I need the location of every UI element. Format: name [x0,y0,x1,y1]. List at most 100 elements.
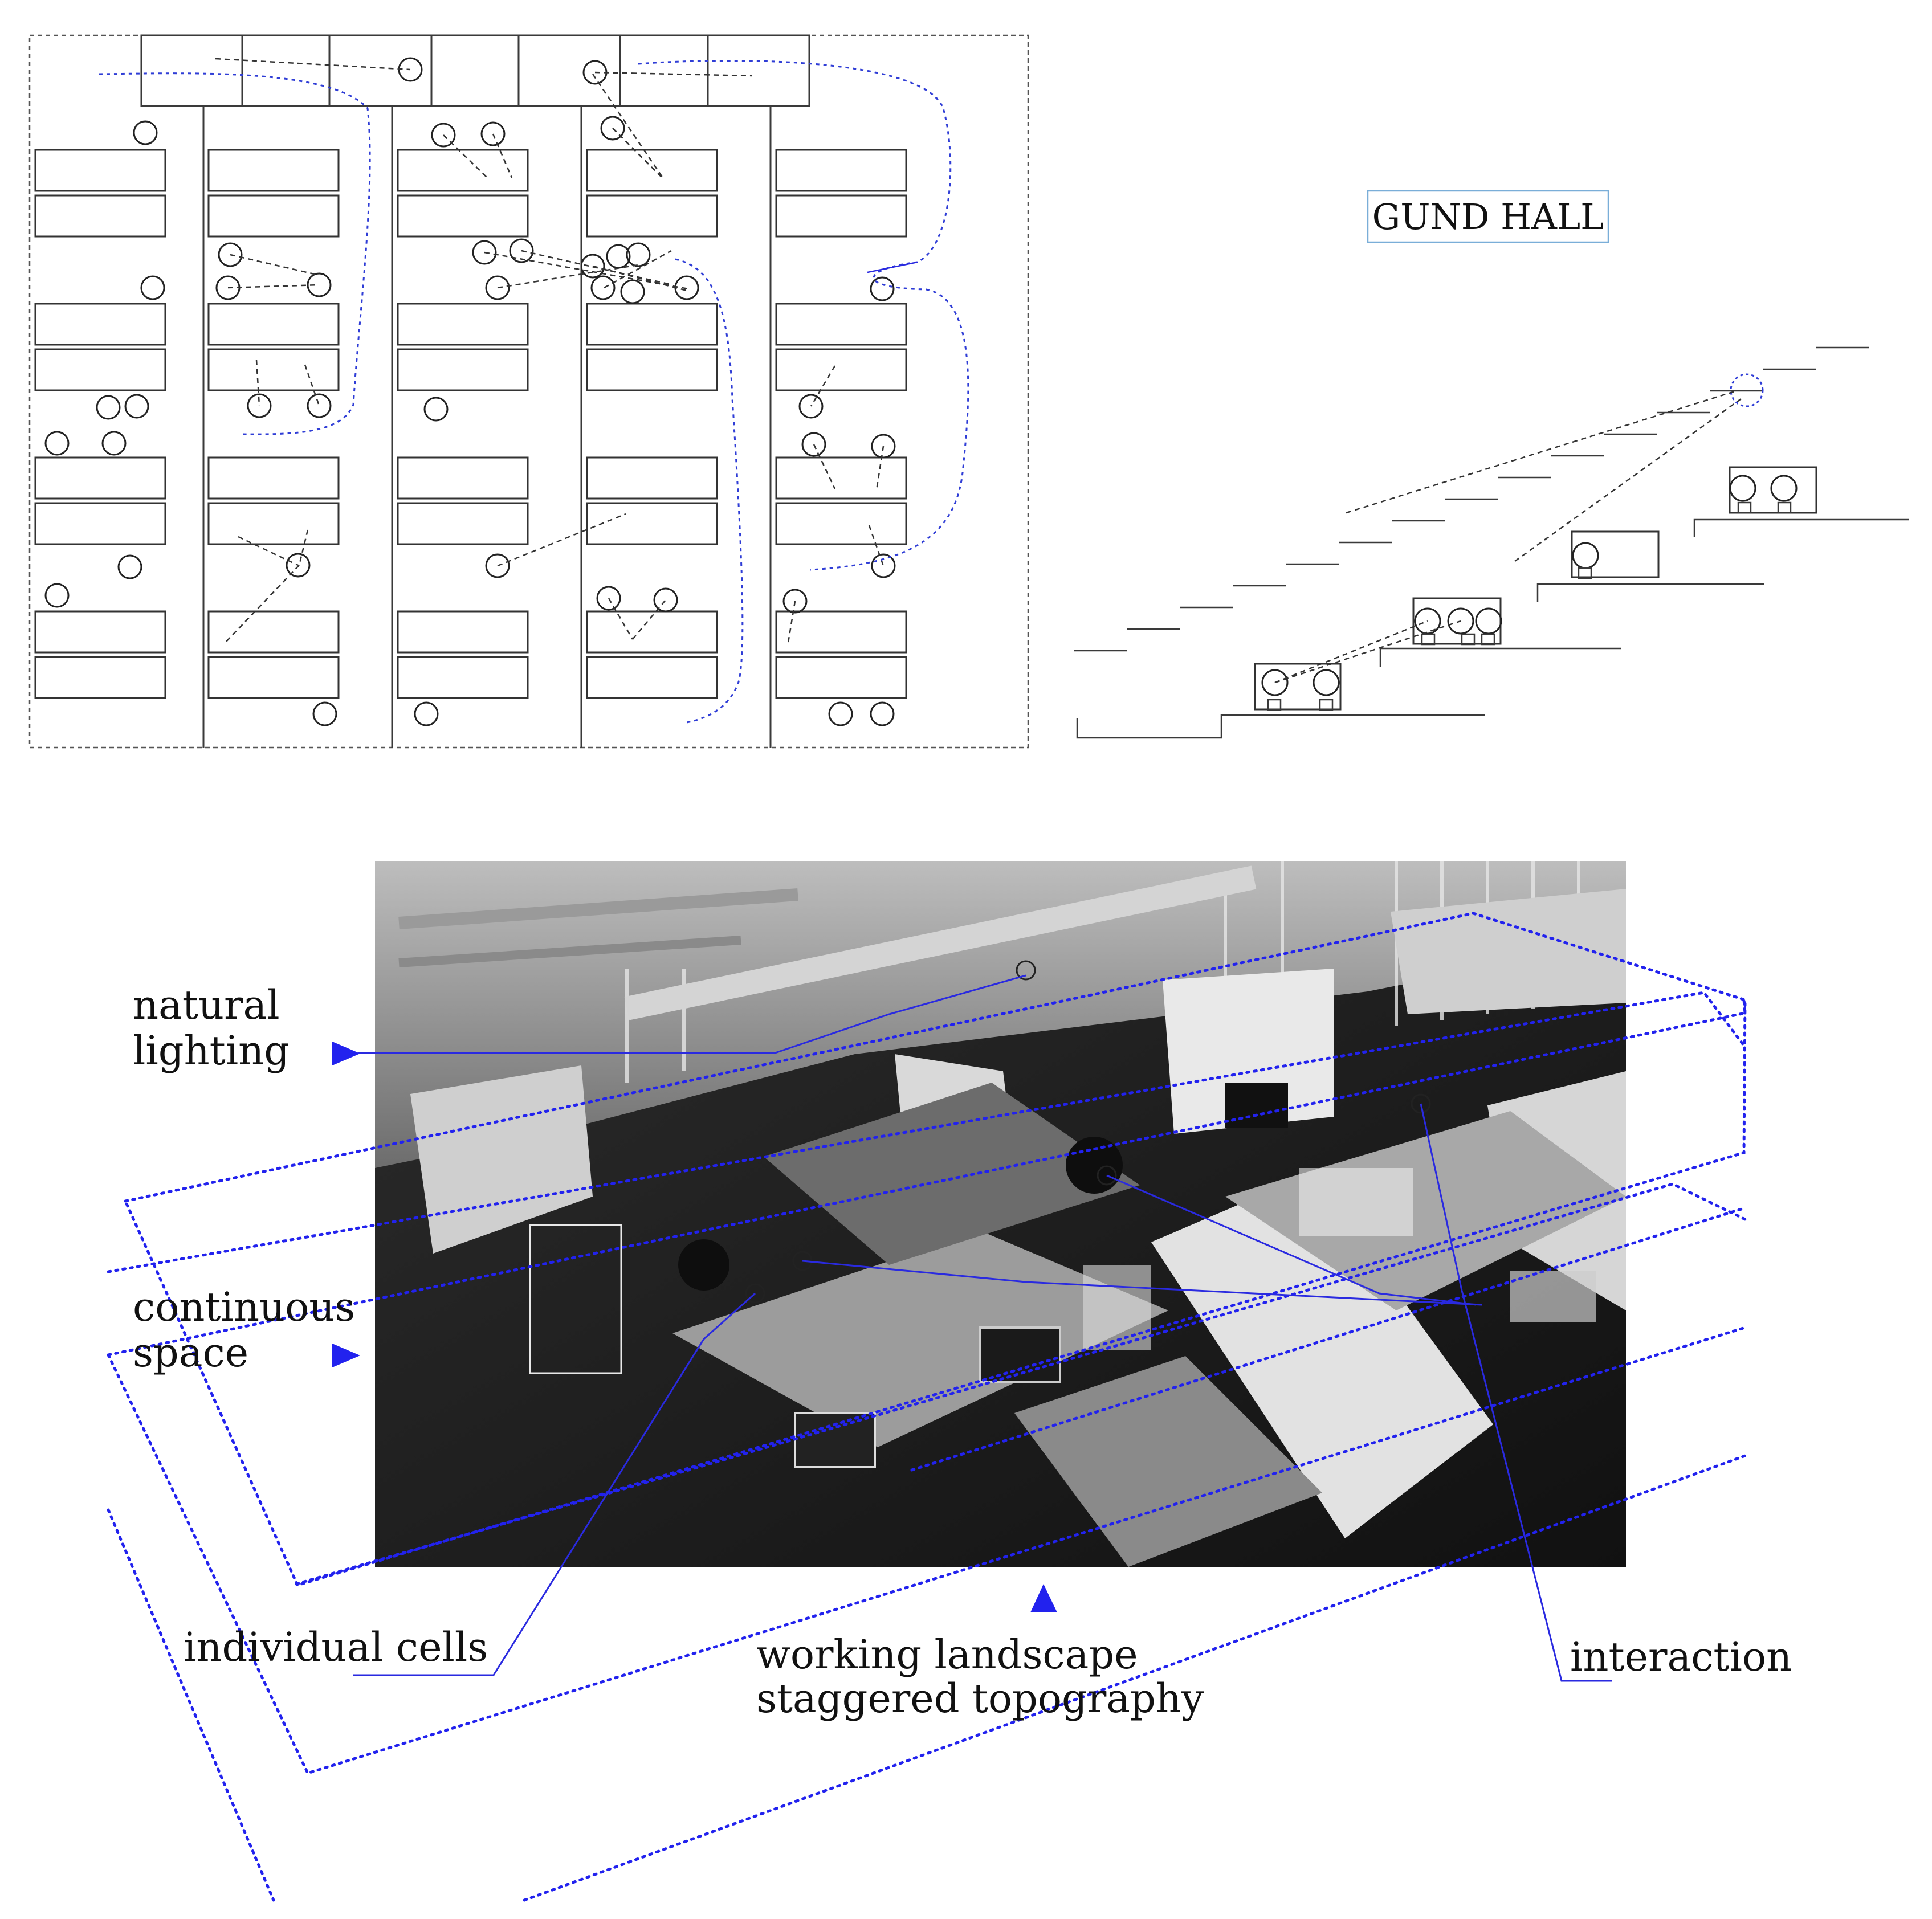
plan-interaction-lines [215,58,885,643]
section-diagram [1074,346,1909,739]
circle-person-icon [423,397,449,422]
desk [207,502,340,545]
desk [34,348,166,391]
desk [397,456,529,500]
desk [586,656,718,699]
circle-person-icon [626,242,651,267]
arrows [332,1042,1057,1612]
desk [586,303,718,346]
triangle-arrow-icon [1030,1584,1057,1612]
title-label: GUND HALL [1367,190,1609,243]
circle-person-icon [509,238,534,263]
circle-person-icon [871,553,896,578]
circle-person-icon [870,701,895,726]
circle-person-icon [620,279,645,304]
desk [775,656,907,699]
circle-person-icon [44,431,70,456]
circle-person-icon [674,275,699,300]
desk [34,502,166,545]
desk [586,502,718,545]
plan-circulation-routes [99,59,969,724]
circle-person-icon [247,393,272,418]
triangle-arrow-icon [332,1042,360,1065]
section-people [1261,373,1798,711]
floor-plan [28,34,1029,749]
desk-grid [34,149,907,699]
desk [775,303,907,346]
desk [397,348,529,391]
desk [207,348,340,391]
circle-person-icon [580,254,605,279]
desk [397,502,529,545]
photo-annotations [353,960,1612,1682]
svg-text:GUND HALL: GUND HALL [1372,196,1604,238]
circle-person-icon [101,431,127,456]
circle-person-icon [596,586,621,611]
desk [397,194,529,238]
circle-person-icon [485,275,510,300]
desk [207,656,340,699]
desk [775,348,907,391]
circle-person-icon [312,701,337,726]
section-sight-lines [1274,389,1742,684]
label-natural-lighting-2: lighting [133,1027,290,1074]
label-working-landscape: working landscape [756,1631,1138,1678]
circle-person-icon [782,589,808,614]
desk [775,194,907,238]
desk [397,149,529,192]
circle-person-icon [472,240,497,265]
desk [34,656,166,699]
desk [775,456,907,500]
circle-person-icon [798,394,824,419]
desk [207,610,340,654]
desk [397,303,529,346]
column-lines [202,106,772,748]
circle-person-icon [801,432,826,457]
circle-person-icon [96,395,121,420]
label-natural-lighting: natural [133,982,280,1028]
circle-person-icon [653,587,678,613]
circle-person-icon [307,272,332,297]
service-bar [140,34,810,107]
circle-person-icon [480,121,506,146]
circle-person-icon [590,275,616,300]
circle-person-icon [485,553,510,578]
circle-person-icon [44,583,70,608]
label-individual-cells: individual cells [184,1624,488,1671]
desk [586,610,718,654]
section-desks [1254,466,1817,711]
desk [207,456,340,500]
circle-person-icon [600,116,625,141]
circle-person-icon [871,434,896,459]
desk [586,456,718,500]
desk [586,348,718,391]
label-continuous-space: continuous [133,1284,355,1330]
desk [397,656,529,699]
triangle-arrow-icon [332,1344,360,1367]
service-bar-dividers [241,35,709,106]
circle-person-icon [218,242,243,267]
desk [34,194,166,238]
circle-person-icon [124,394,149,419]
circle-person-icon [286,553,311,578]
desk [207,303,340,346]
desk [34,149,166,192]
desk [775,610,907,654]
circle-person-icon [431,123,456,148]
desk [775,502,907,545]
annotation-labels: natural lighting continuous space indivi… [133,982,1792,1722]
desk [586,194,718,238]
desk [775,149,907,192]
label-continuous-space-2: space [133,1329,248,1376]
desk [34,303,166,346]
circle-person-icon [414,701,439,726]
circle-person-icon [117,554,142,579]
circle-person-icon [828,701,853,726]
desk [397,610,529,654]
roof-step-lines [1074,346,1869,652]
circle-person-icon [870,276,895,301]
continuous-space-layers [107,912,1747,1902]
studio-photo [375,861,1626,1567]
circle-person-icon [582,60,608,85]
